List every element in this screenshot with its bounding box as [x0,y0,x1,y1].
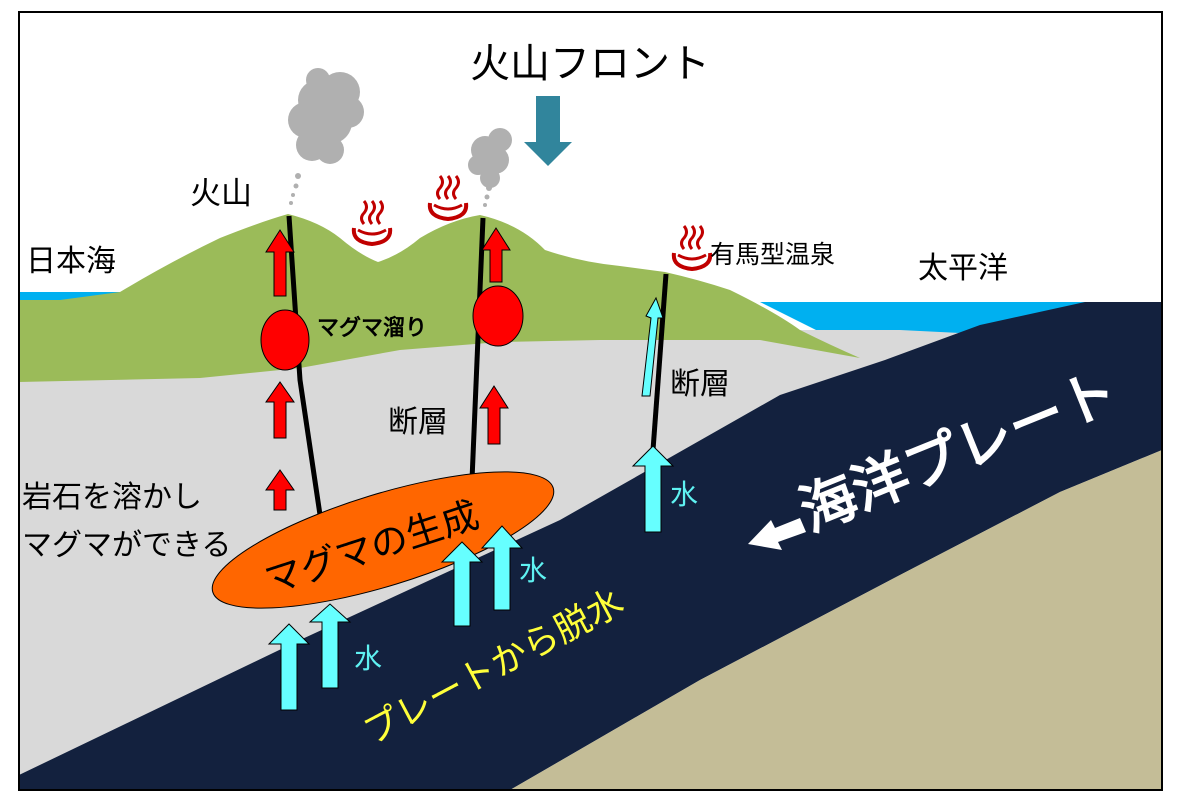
fault-center-label: 断層 [388,405,448,440]
water-arrow [440,541,484,627]
magma-chamber-label: マグマ溜り [317,315,427,341]
water-arrow [267,623,311,711]
magma-arrow [265,381,295,439]
water-arrow [631,445,675,533]
smoke-cloud-icon [288,68,364,205]
water-arrow [480,525,524,611]
magma-generation-zone [211,471,555,609]
water-label: 水 [519,554,547,587]
water-arrow [641,296,664,397]
water-label: 水 [670,478,698,511]
water-label: 水 [354,642,382,675]
fault-right-line [650,273,669,451]
plate-motion-arrow [748,518,806,550]
deep-mantle [510,450,1162,790]
arima-hot-spring-label: 有馬型温泉 [710,240,835,269]
diagram-frame [18,11,1163,791]
conduit-left [286,215,326,536]
magma-arrow [265,469,295,511]
rock-melting-label-line1: 岩石を溶かし [22,480,202,515]
magma-chamber-right [472,285,524,347]
magma-arrow [479,385,509,445]
volcanic-front-arrow [524,96,572,166]
water-arrow [308,603,352,689]
smoke-cloud-icon [468,128,512,207]
pacific-ocean-label: 太平洋 [918,251,1008,286]
magma-chamber-left [260,309,310,371]
volcano-label: 火山 [190,176,252,212]
volcanic-front-label: 火山フロント [470,41,710,87]
sea-of-japan-label: 日本海 [26,244,116,279]
magma-arrow [481,227,511,283]
rock-melting-label-line2: マグマができる [22,528,231,563]
oceanic-plate [19,302,1162,790]
fault-center-line [469,217,486,481]
magma-arrow [265,229,295,297]
fault-right-label: 断層 [670,367,730,402]
